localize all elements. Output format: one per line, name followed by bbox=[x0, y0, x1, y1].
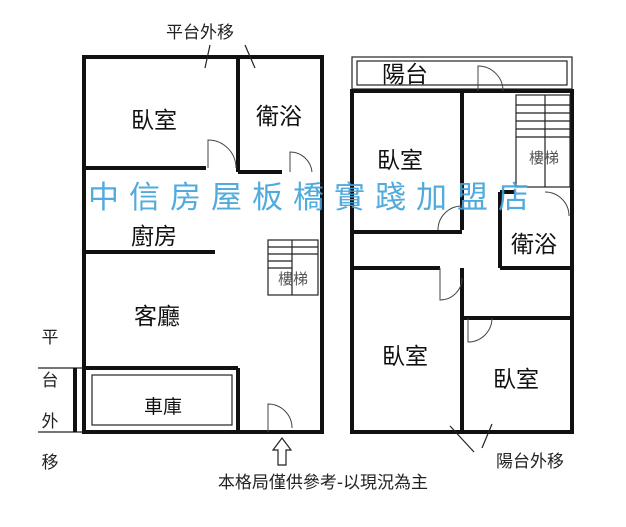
left-side-note-ticks bbox=[38, 367, 82, 433]
right-floor-walls bbox=[350, 56, 574, 434]
right-bottom-note-pointers bbox=[449, 423, 493, 453]
room-label-garage: 車庫 bbox=[144, 396, 182, 418]
room-label-bedroom: 臥室 bbox=[382, 344, 428, 370]
side-note-char: 外 bbox=[42, 412, 59, 432]
side-note-char: 移 bbox=[42, 453, 59, 473]
left-floor-walls bbox=[82, 55, 324, 434]
right-stairs-icon bbox=[515, 94, 571, 188]
room-label-bedroom: 臥室 bbox=[131, 108, 177, 134]
room-label-bedroom: 臥室 bbox=[377, 148, 423, 174]
side-note-char: 台 bbox=[42, 371, 59, 391]
left-doors bbox=[207, 139, 313, 432]
room-label-stairs: 樓梯 bbox=[529, 149, 559, 167]
watermark: 中信房屋板橋實踐加盟店 bbox=[88, 180, 539, 216]
room-label-stairs: 樓梯 bbox=[278, 270, 308, 288]
right-doors bbox=[437, 65, 570, 343]
room-label-balcony: 陽台 bbox=[382, 62, 428, 88]
room-label-bathroom: 衛浴 bbox=[511, 232, 557, 258]
room-label-living-room: 客廳 bbox=[134, 304, 180, 330]
left-top-note-pointers bbox=[204, 44, 256, 69]
entrance-arrow-icon bbox=[271, 437, 293, 466]
top-note-label: 平台外移 bbox=[166, 23, 234, 43]
side-note-char: 平 bbox=[42, 328, 59, 348]
caption: 本格局僅供參考-以現況為主 bbox=[218, 473, 428, 493]
room-label-bathroom: 衛浴 bbox=[256, 104, 302, 130]
room-label-bedroom: 臥室 bbox=[493, 367, 539, 393]
bottom-note-label: 陽台外移 bbox=[496, 452, 564, 472]
left-stairs-icon bbox=[267, 239, 319, 296]
room-label-kitchen: 廚房 bbox=[131, 224, 177, 250]
